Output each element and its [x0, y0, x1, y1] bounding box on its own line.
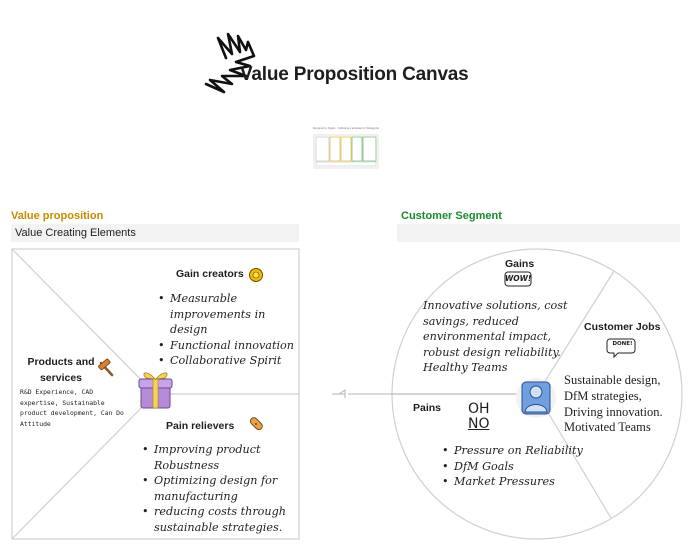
wow-sticker-text: WOW!: [505, 274, 532, 283]
pains-list: Pressure on Reliability DfM Goals Market…: [440, 443, 604, 490]
gains-line: robust design reliability.: [423, 345, 561, 359]
gift-icon: [138, 372, 173, 409]
products-services-line: product development, Can Do: [20, 409, 124, 417]
sun-icon: [249, 268, 263, 282]
customer-jobs-line: Sustainable design,: [564, 373, 661, 387]
template-thumbnail[interactable]: [313, 134, 379, 169]
list-item: Pressure on Reliability: [442, 443, 604, 459]
customer-jobs-text: Sustainable design, DfM strategies, Driv…: [564, 373, 663, 436]
wow-sticker-icon: [504, 271, 532, 287]
gain-creators-list: Measurable improvements in design Functi…: [156, 291, 298, 369]
pain-relievers-list: Improving product Robustness Optimizing …: [140, 442, 294, 535]
gains-title: Gains: [505, 258, 535, 270]
arrow-icon: [332, 389, 520, 398]
products-services-line: Attitude: [20, 419, 51, 428]
scribble-logo-icon: [204, 32, 256, 94]
oh-no-line2: NO: [468, 416, 490, 432]
customer-segment-bar: [397, 224, 680, 242]
thumbnail-caption: Designed by Figjam · Following a templat…: [312, 127, 380, 130]
products-services-title-line1: Products and: [27, 356, 95, 368]
gains-line: Healthy Teams: [423, 361, 508, 374]
oh-no-sticker: OH NO: [468, 402, 490, 432]
gains-line: savings, reduced: [423, 314, 519, 328]
list-item: Improving product Robustness: [142, 442, 294, 473]
list-item: reducing costs through sustainable strat…: [142, 504, 294, 535]
list-item: Measurable improvements in design: [158, 291, 298, 338]
list-item: Functional innovation: [158, 338, 298, 354]
list-item: Optimizing design for manufacturing: [142, 473, 294, 504]
customer-segment-label: Customer Segment: [401, 210, 502, 222]
hammer-icon: [98, 358, 114, 377]
list-item: Market Pressures: [442, 474, 604, 490]
list-item: Collaborative Spirit: [158, 353, 298, 369]
customer-jobs-line: Motivated Teams: [564, 420, 651, 435]
gains-line: Innovative solutions, cost: [423, 299, 568, 312]
customer-jobs-line: Driving innovation.: [564, 404, 663, 419]
gain-creators-title: Gain creators: [176, 268, 244, 280]
customer-jobs-title: Customer Jobs: [584, 321, 661, 333]
page-title: Value Proposition Canvas: [240, 64, 469, 85]
value-creating-bar-text: Value Creating Elements: [15, 227, 136, 239]
products-services-line: R&D Experience, CAD: [20, 388, 94, 396]
done-sticker-icon: [606, 338, 636, 359]
value-proposition-label: Value proposition: [11, 210, 104, 222]
gains-text: Innovative solutions, cost savings, redu…: [423, 298, 568, 376]
user-avatar-icon: [516, 378, 556, 418]
gains-line: environmental impact,: [423, 330, 552, 343]
value-creating-bar: Value Creating Elements: [11, 224, 299, 242]
pain-relievers-title: Pain relievers: [166, 420, 235, 432]
products-services-title: Products and services: [26, 355, 96, 386]
products-services-line: expertise, Sustainable: [20, 398, 105, 407]
customer-jobs-line: DfM strategies,: [564, 388, 642, 403]
oh-no-line1: OH: [468, 401, 490, 417]
list-item: DfM Goals: [442, 459, 604, 475]
done-sticker-text: DONE!: [612, 341, 633, 347]
products-services-text: R&D Experience, CAD expertise, Sustainab…: [20, 387, 124, 429]
pains-title: Pains: [413, 402, 442, 414]
products-services-title-line2: services: [39, 371, 83, 384]
bandage-icon: [249, 417, 263, 431]
